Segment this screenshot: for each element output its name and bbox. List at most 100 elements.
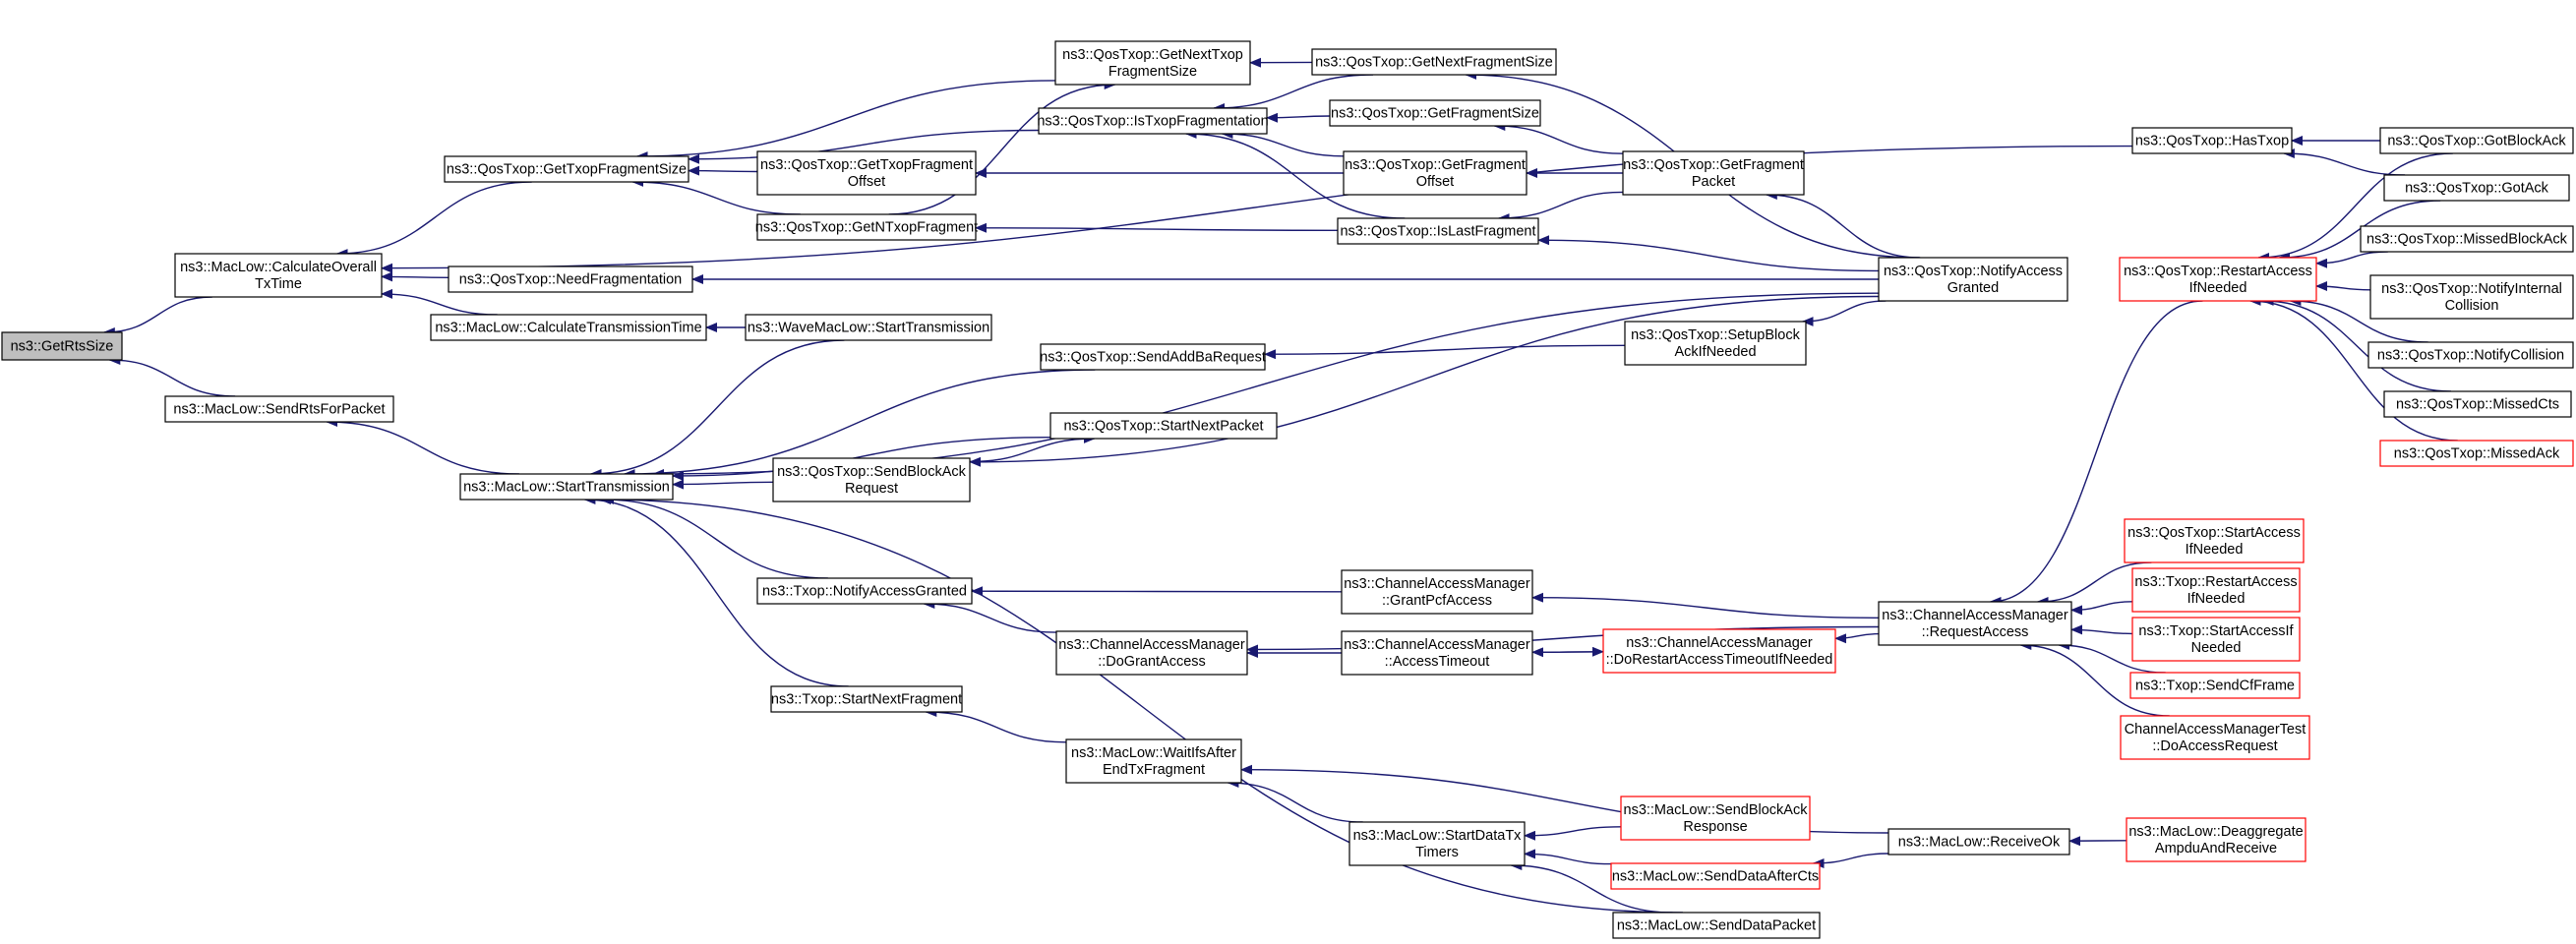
- node-getfragmentsize[interactable]: ns3::QosTxop::GetFragmentSize: [1329, 99, 1541, 127]
- node-senddatapacket[interactable]: ns3::MacLow::SendDataPacket: [1612, 912, 1821, 939]
- edge-setupblockackifneeded-to-sendaddbarequest: [1264, 344, 1626, 360]
- node-getrtssize[interactable]: ns3::GetRtsSize: [1, 331, 123, 361]
- node-grantpcfaccess[interactable]: ns3::ChannelAccessManager::GrantPcfAcces…: [1341, 569, 1533, 615]
- node-box-starttransmission: [459, 473, 674, 501]
- node-label-txoprestartaccessifneeded: ns3::Txop::RestartAccess: [2134, 574, 2297, 590]
- node-layer: ns3::GetRtsSize ns3::MacLow::CalculateOve…: [1, 40, 2574, 939]
- node-label-notifyaccessgrantedqos: Granted: [1947, 280, 1999, 296]
- node-box-wavestarttransmission: [745, 314, 992, 341]
- node-getntxopfragment[interactable]: ns3::QosTxop::GetNTxopFragment: [755, 213, 978, 241]
- node-box-calculateoveralltxtime: [174, 253, 383, 298]
- node-sendaddbarequest[interactable]: ns3::QosTxop::SendAddBaRequest: [1040, 343, 1266, 371]
- node-box-startaccessifneededqos: [2124, 518, 2305, 563]
- edge-starttransmission-to-sendrtsforpacket: [326, 417, 519, 475]
- node-needfragmentation[interactable]: ns3::QosTxop::NeedFragmentation: [448, 266, 693, 293]
- node-box-notifyaccessgrantedtxop: [756, 577, 973, 605]
- node-receiveok[interactable]: ns3::MacLow::ReceiveOk: [1887, 828, 2070, 856]
- node-missedcts[interactable]: ns3::QosTxop::MissedCts: [2383, 390, 2572, 418]
- node-starttransmission[interactable]: ns3::MacLow::StartTransmission: [459, 473, 674, 501]
- node-label-dorestartaccesstimeout: ::DoRestartAccessTimeoutIfNeeded: [1606, 652, 1833, 668]
- edge-senddatapacket-to-startdatatxtimers: [1510, 860, 1673, 914]
- edge-layer: [102, 57, 2458, 914]
- node-getnextfragmentsize[interactable]: ns3::QosTxop::GetNextFragmentSize: [1311, 48, 1557, 76]
- node-box-txoprestartaccessifneeded: [2131, 567, 2301, 613]
- node-islastfragment[interactable]: ns3::QosTxop::IsLastFragment: [1337, 217, 1539, 245]
- node-label-setupblockackifneeded: ns3::QosTxop::SetupBlock: [1631, 327, 1800, 343]
- node-label-waitifsafterendtxfragment: ns3::MacLow::WaitIfsAfter: [1071, 745, 1236, 761]
- node-label-restartaccessifneeded: IfNeeded: [2189, 280, 2247, 296]
- edge-senddataaftercts-to-startdatatxtimers: [1524, 849, 1612, 865]
- node-hastxop[interactable]: ns3::QosTxop::HasTxop: [2131, 127, 2293, 154]
- node-label-sendblockackresponse: Response: [1683, 819, 1747, 835]
- node-senddataaftercts[interactable]: ns3::MacLow::SendDataAfterCts: [1610, 862, 1821, 890]
- node-notifycollision[interactable]: ns3::QosTxop::NotifyCollision: [2367, 341, 2574, 369]
- node-box-notifycollision: [2367, 341, 2574, 369]
- node-doaccessrequest[interactable]: ChannelAccessManagerTest::DoAccessReques…: [2120, 715, 2310, 760]
- node-box-accesstimeout: [1341, 630, 1533, 676]
- node-label-missedcts: ns3::QosTxop::MissedCts: [2396, 397, 2559, 413]
- node-gettxopfragmentsize[interactable]: ns3::QosTxop::GetTxopFragmentSize: [444, 155, 689, 183]
- node-label-dorestartaccesstimeout: ns3::ChannelAccessManager: [1626, 635, 1813, 651]
- node-startnextfragment[interactable]: ns3::Txop::StartNextFragment: [770, 685, 963, 713]
- edge-wavestarttransmission-to-starttransmission: [589, 339, 845, 479]
- node-requestaccess[interactable]: ns3::ChannelAccessManager::RequestAccess: [1878, 601, 2072, 646]
- edge-notifyaccessgrantedtxop-to-starttransmission: [602, 495, 828, 579]
- node-label-deaggregateampduandreceive: ns3::MacLow::Deaggregate: [2128, 824, 2303, 840]
- edge-getnexttxopfragmentsize-to-gettxopfragmentsize: [635, 80, 1056, 161]
- node-box-doaccessrequest: [2120, 715, 2310, 760]
- edge-senddatapacket-to-starttransmission: [599, 495, 1683, 914]
- node-dograntaccess[interactable]: ns3::ChannelAccessManager::DoGrantAccess: [1055, 630, 1248, 676]
- node-startnextpacket[interactable]: ns3::QosTxop::StartNextPacket: [1049, 412, 1278, 440]
- node-box-getntxopfragment: [756, 213, 977, 241]
- node-missedack[interactable]: ns3::QosTxop::MissedAck: [2379, 440, 2574, 467]
- edge-needfragmentation-to-calculateoveralltxtime: [381, 271, 449, 282]
- node-missedblockack[interactable]: ns3::QosTxop::MissedBlockAck: [2360, 225, 2574, 253]
- node-label-senddatapacket: ns3::MacLow::SendDataPacket: [1617, 918, 1816, 934]
- node-label-gettxopfragmentoffset: Offset: [848, 174, 885, 190]
- node-accesstimeout[interactable]: ns3::ChannelAccessManager::AccessTimeout: [1341, 630, 1533, 676]
- node-label-restartaccessifneeded: ns3::QosTxop::RestartAccess: [2124, 264, 2312, 279]
- node-sendrtsforpacket[interactable]: ns3::MacLow::SendRtsForPacket: [164, 395, 394, 423]
- node-gotack[interactable]: ns3::QosTxop::GotAck: [2383, 174, 2570, 202]
- node-dorestartaccesstimeout[interactable]: ns3::ChannelAccessManager::DoRestartAcce…: [1602, 628, 1836, 674]
- node-label-calculateoveralltxtime: TxTime: [255, 276, 302, 292]
- edge-istxopfragmentation-to-gettxopfragmentsize: [688, 129, 1040, 164]
- node-label-sendblockackrequest: ns3::QosTxop::SendBlockAck: [777, 464, 967, 480]
- node-notifyaccessgrantedqos[interactable]: ns3::QosTxop::NotifyAccessGranted: [1878, 257, 2068, 302]
- node-box-startnextpacket: [1049, 412, 1278, 440]
- node-box-sendaddbarequest: [1040, 343, 1266, 371]
- node-label-notifyaccessgrantedtxop: ns3::Txop::NotifyAccessGranted: [762, 584, 967, 600]
- edge-missedblockack-to-restartaccessifneeded: [2315, 251, 2388, 268]
- node-calculatetransmissiontime[interactable]: ns3::MacLow::CalculateTransmissionTime: [430, 314, 707, 341]
- node-sendcfframe[interactable]: ns3::Txop::SendCfFrame: [2129, 672, 2301, 699]
- node-label-setupblockackifneeded: AckIfNeeded: [1674, 344, 1756, 360]
- node-gotblockack[interactable]: ns3::QosTxop::GotBlockAck: [2379, 127, 2574, 154]
- node-notifyaccessgrantedtxop[interactable]: ns3::Txop::NotifyAccessGranted: [756, 577, 973, 605]
- edge-notifyaccessgrantedqos-to-islastfragment: [1537, 235, 1880, 272]
- edge-startnextfragment-to-starttransmission: [583, 495, 849, 687]
- node-label-gettxopfragmentsize: ns3::QosTxop::GetTxopFragmentSize: [447, 162, 687, 178]
- node-label-startnextfragment: ns3::Txop::StartNextFragment: [771, 692, 962, 708]
- node-label-txopstartaccessifneeded: ns3::Txop::StartAccessIf: [2138, 623, 2294, 639]
- node-wavestarttransmission[interactable]: ns3::WaveMacLow::StartTransmission: [745, 314, 992, 341]
- node-label-missedack: ns3::QosTxop::MissedAck: [2394, 446, 2560, 462]
- node-label-doaccessrequest: ::DoAccessRequest: [2152, 738, 2277, 754]
- node-istxopfragmentation[interactable]: ns3::QosTxop::IsTxopFragmentation: [1037, 107, 1269, 135]
- node-box-waitifsafterendtxfragment: [1065, 738, 1242, 784]
